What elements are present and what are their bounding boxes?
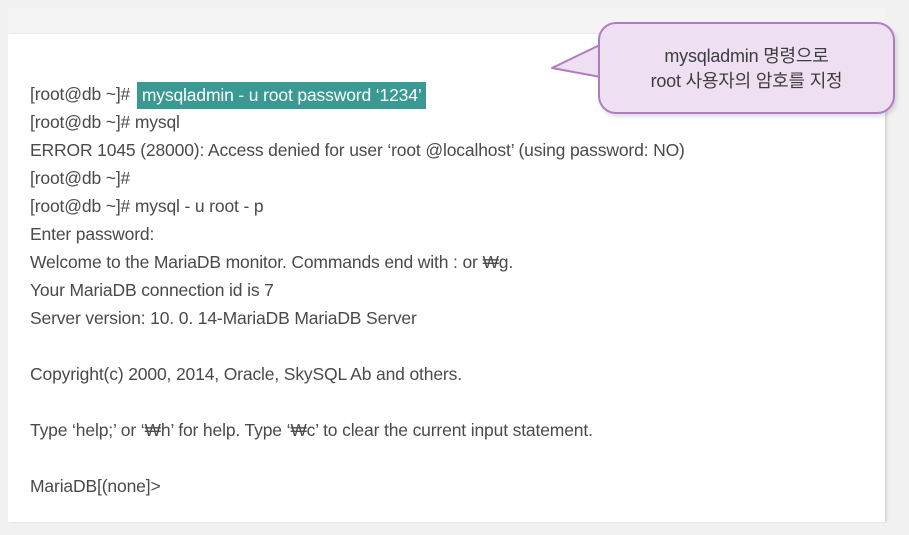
console-line-command-highlighted: [root@db ~]# mysqladmin - u root passwor… (30, 80, 890, 109)
console-line-prompt-mariadb: MariaDB[(none]> (30, 476, 161, 496)
console-line: [root@db ~]# (30, 168, 131, 188)
callout-text: mysqladmin 명령으로 root 사용자의 암호를 지정 (598, 22, 895, 114)
highlighted-command[interactable]: mysqladmin - u root password ‘1234’ (136, 82, 426, 109)
console-line: Server version: 10. 0. 14-MariaDB MariaD… (30, 308, 417, 328)
console-line: Welcome to the MariaDB monitor. Commands… (30, 252, 514, 272)
shell-prompt: [root@db ~]# (30, 84, 135, 104)
callout-line-2: root 사용자의 암호를 지정 (650, 70, 843, 91)
console-line: Type ‘help;’ or ‘₩h’ for help. Type ‘₩c’… (30, 420, 593, 440)
annotation-callout: mysqladmin 명령으로 root 사용자의 암호를 지정 (551, 22, 895, 114)
callout-line-1: mysqladmin 명령으로 (664, 45, 829, 66)
console-output: [root@db ~]# mysqladmin - u root passwor… (30, 80, 890, 500)
callout-bubble (598, 22, 895, 114)
console-line: Enter password: (30, 224, 155, 244)
console-line-blank (30, 444, 890, 472)
terminal-transcript-panel: [root@db ~]# mysqladmin - u root passwor… (8, 34, 885, 522)
console-line-blank (30, 388, 890, 416)
console-line: Copyright(c) 2000, 2014, Oracle, SkySQL … (30, 364, 462, 384)
console-line-blank (30, 332, 890, 360)
console-line: [root@db ~]# mysql (30, 112, 180, 132)
console-line-error: ERROR 1045 (28000): Access denied for us… (30, 140, 685, 160)
callout-tail-icon (551, 41, 607, 79)
console-line: [root@db ~]# mysql - u root - p (30, 196, 264, 216)
console-line: Your MariaDB connection id is 7 (30, 280, 274, 300)
